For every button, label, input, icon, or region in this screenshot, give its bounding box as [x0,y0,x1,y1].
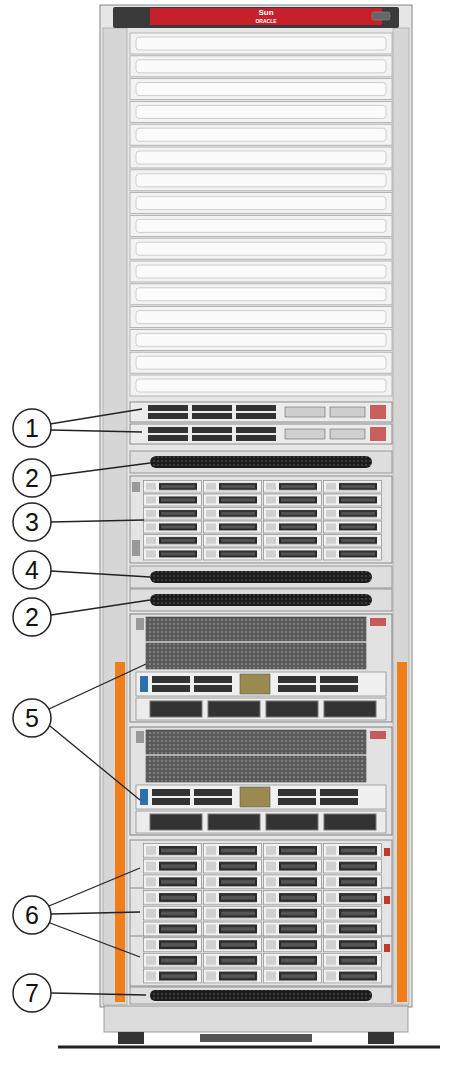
callout-number: 3 [25,510,39,535]
callout-number: 6 [25,903,39,928]
brand-logo: Sun [258,9,273,17]
brand-logo: ORACLE [255,18,276,23]
callout-number: 2 [25,466,39,491]
callout-number: 7 [25,981,39,1006]
callout-number: 1 [25,416,39,441]
callout-number: 5 [25,706,39,731]
callout-number: 2 [25,605,39,630]
callout-number: 4 [25,558,39,583]
